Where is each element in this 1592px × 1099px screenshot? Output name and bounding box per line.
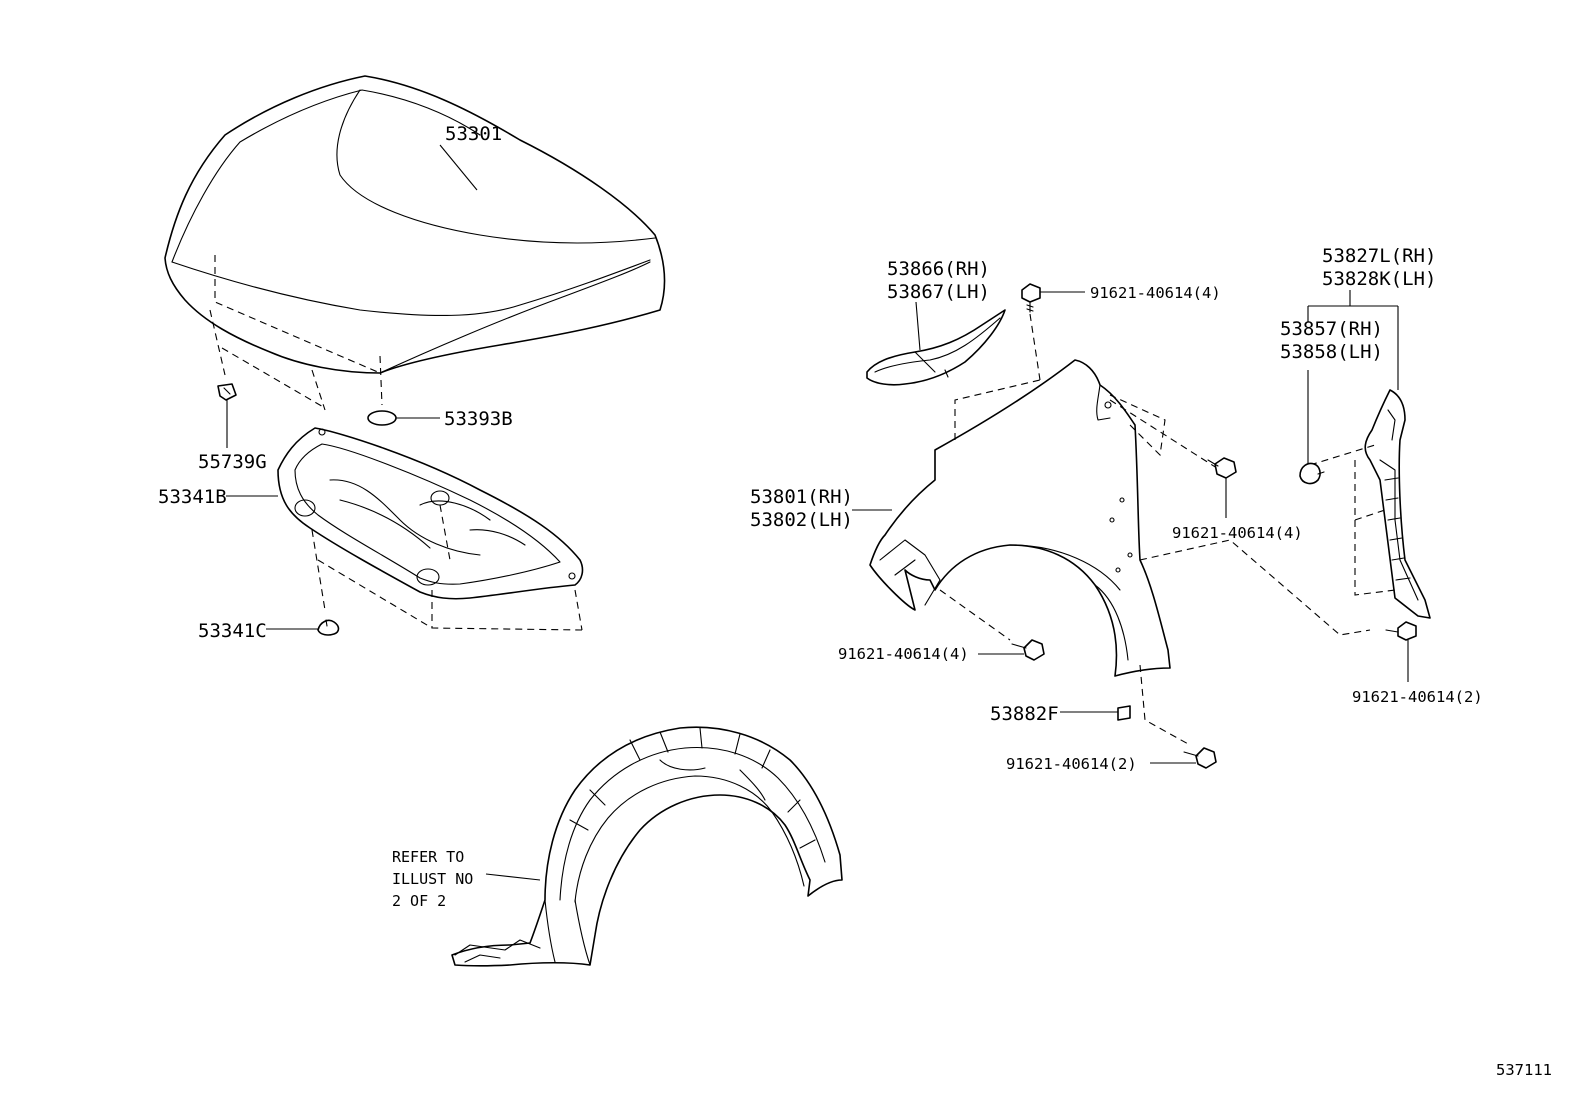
label-insulator-clip: 53341C <box>198 620 267 642</box>
label-spacer: 53882F <box>990 703 1059 725</box>
protector-dash-3 <box>1354 509 1386 521</box>
insulator-dash-5 <box>439 504 451 561</box>
hood-dash-3 <box>221 347 326 409</box>
label-seal-rh: 53866(RH) <box>887 258 990 280</box>
label-protector-lh: 53828K(LH) <box>1322 268 1436 290</box>
label-hood-cushion: 53393B <box>444 408 513 430</box>
fender-dash-2 <box>1109 399 1221 471</box>
label-cushion-rh: 53857(RH) <box>1280 318 1383 340</box>
label-bolt-top: 91621-40614(4) <box>1090 284 1221 302</box>
liner-note-line-3: 2 OF 2 <box>392 892 446 910</box>
label-protector-rh: 53827L(RH) <box>1322 245 1436 267</box>
fender-liner <box>451 726 843 967</box>
front-fender <box>869 359 1171 677</box>
label-bolt-bottom: 91621-40614(2) <box>1006 755 1137 773</box>
protector-dash-2 <box>1354 460 1396 596</box>
bolt-top <box>1021 283 1041 313</box>
bolt-bottom <box>1183 747 1217 769</box>
insulator-clip <box>317 619 340 636</box>
fender-dash-6 <box>1139 664 1191 746</box>
label-seal-lh: 53867(LH) <box>887 281 990 303</box>
label-fender-lh: 53802(LH) <box>750 509 853 531</box>
seal-leader <box>915 301 921 351</box>
hood-dash-1 <box>214 255 381 374</box>
insulator-dash-4 <box>574 589 583 631</box>
hood-panel <box>164 75 666 374</box>
protector-leader <box>1307 290 1399 390</box>
bolt-far-right <box>1385 621 1417 641</box>
hood-insulator <box>277 427 584 600</box>
liner-leader <box>485 873 541 881</box>
diagram-id: 537111 <box>1496 1061 1552 1079</box>
fender-dash-4 <box>939 589 1011 641</box>
bolt-top-dash <box>1029 313 1041 381</box>
liner-note-line-1: REFER TO <box>392 848 464 866</box>
hood-dash-5 <box>379 355 383 406</box>
label-insulator: 53341B <box>158 486 227 508</box>
bolt-front <box>1011 639 1045 661</box>
hood-clip <box>217 383 237 401</box>
hood-cushion <box>367 410 397 426</box>
label-bolt-right: 91621-40614(4) <box>1172 524 1303 542</box>
fender-protector <box>1364 389 1431 619</box>
fender-dash-5 <box>1139 539 1371 636</box>
protector-cushion <box>1299 462 1325 485</box>
label-hood-clip: 55739G <box>198 451 267 473</box>
label-bolt-front: 91621-40614(4) <box>838 645 969 663</box>
spacer <box>1117 705 1131 721</box>
label-bolt-far-right: 91621-40614(2) <box>1352 688 1483 706</box>
fender-seal <box>866 309 1006 386</box>
fender-dash-3 <box>1109 394 1166 457</box>
fender-dash-1 <box>954 379 1041 440</box>
bolt-right <box>1207 457 1237 479</box>
label-hood: 53301 <box>445 123 502 145</box>
liner-note-line-2: ILLUST NO <box>392 870 473 888</box>
label-cushion-lh: 53858(LH) <box>1280 341 1383 363</box>
insulator-dash-1 <box>311 529 326 611</box>
label-fender-rh: 53801(RH) <box>750 486 853 508</box>
hood-leader <box>439 144 478 191</box>
